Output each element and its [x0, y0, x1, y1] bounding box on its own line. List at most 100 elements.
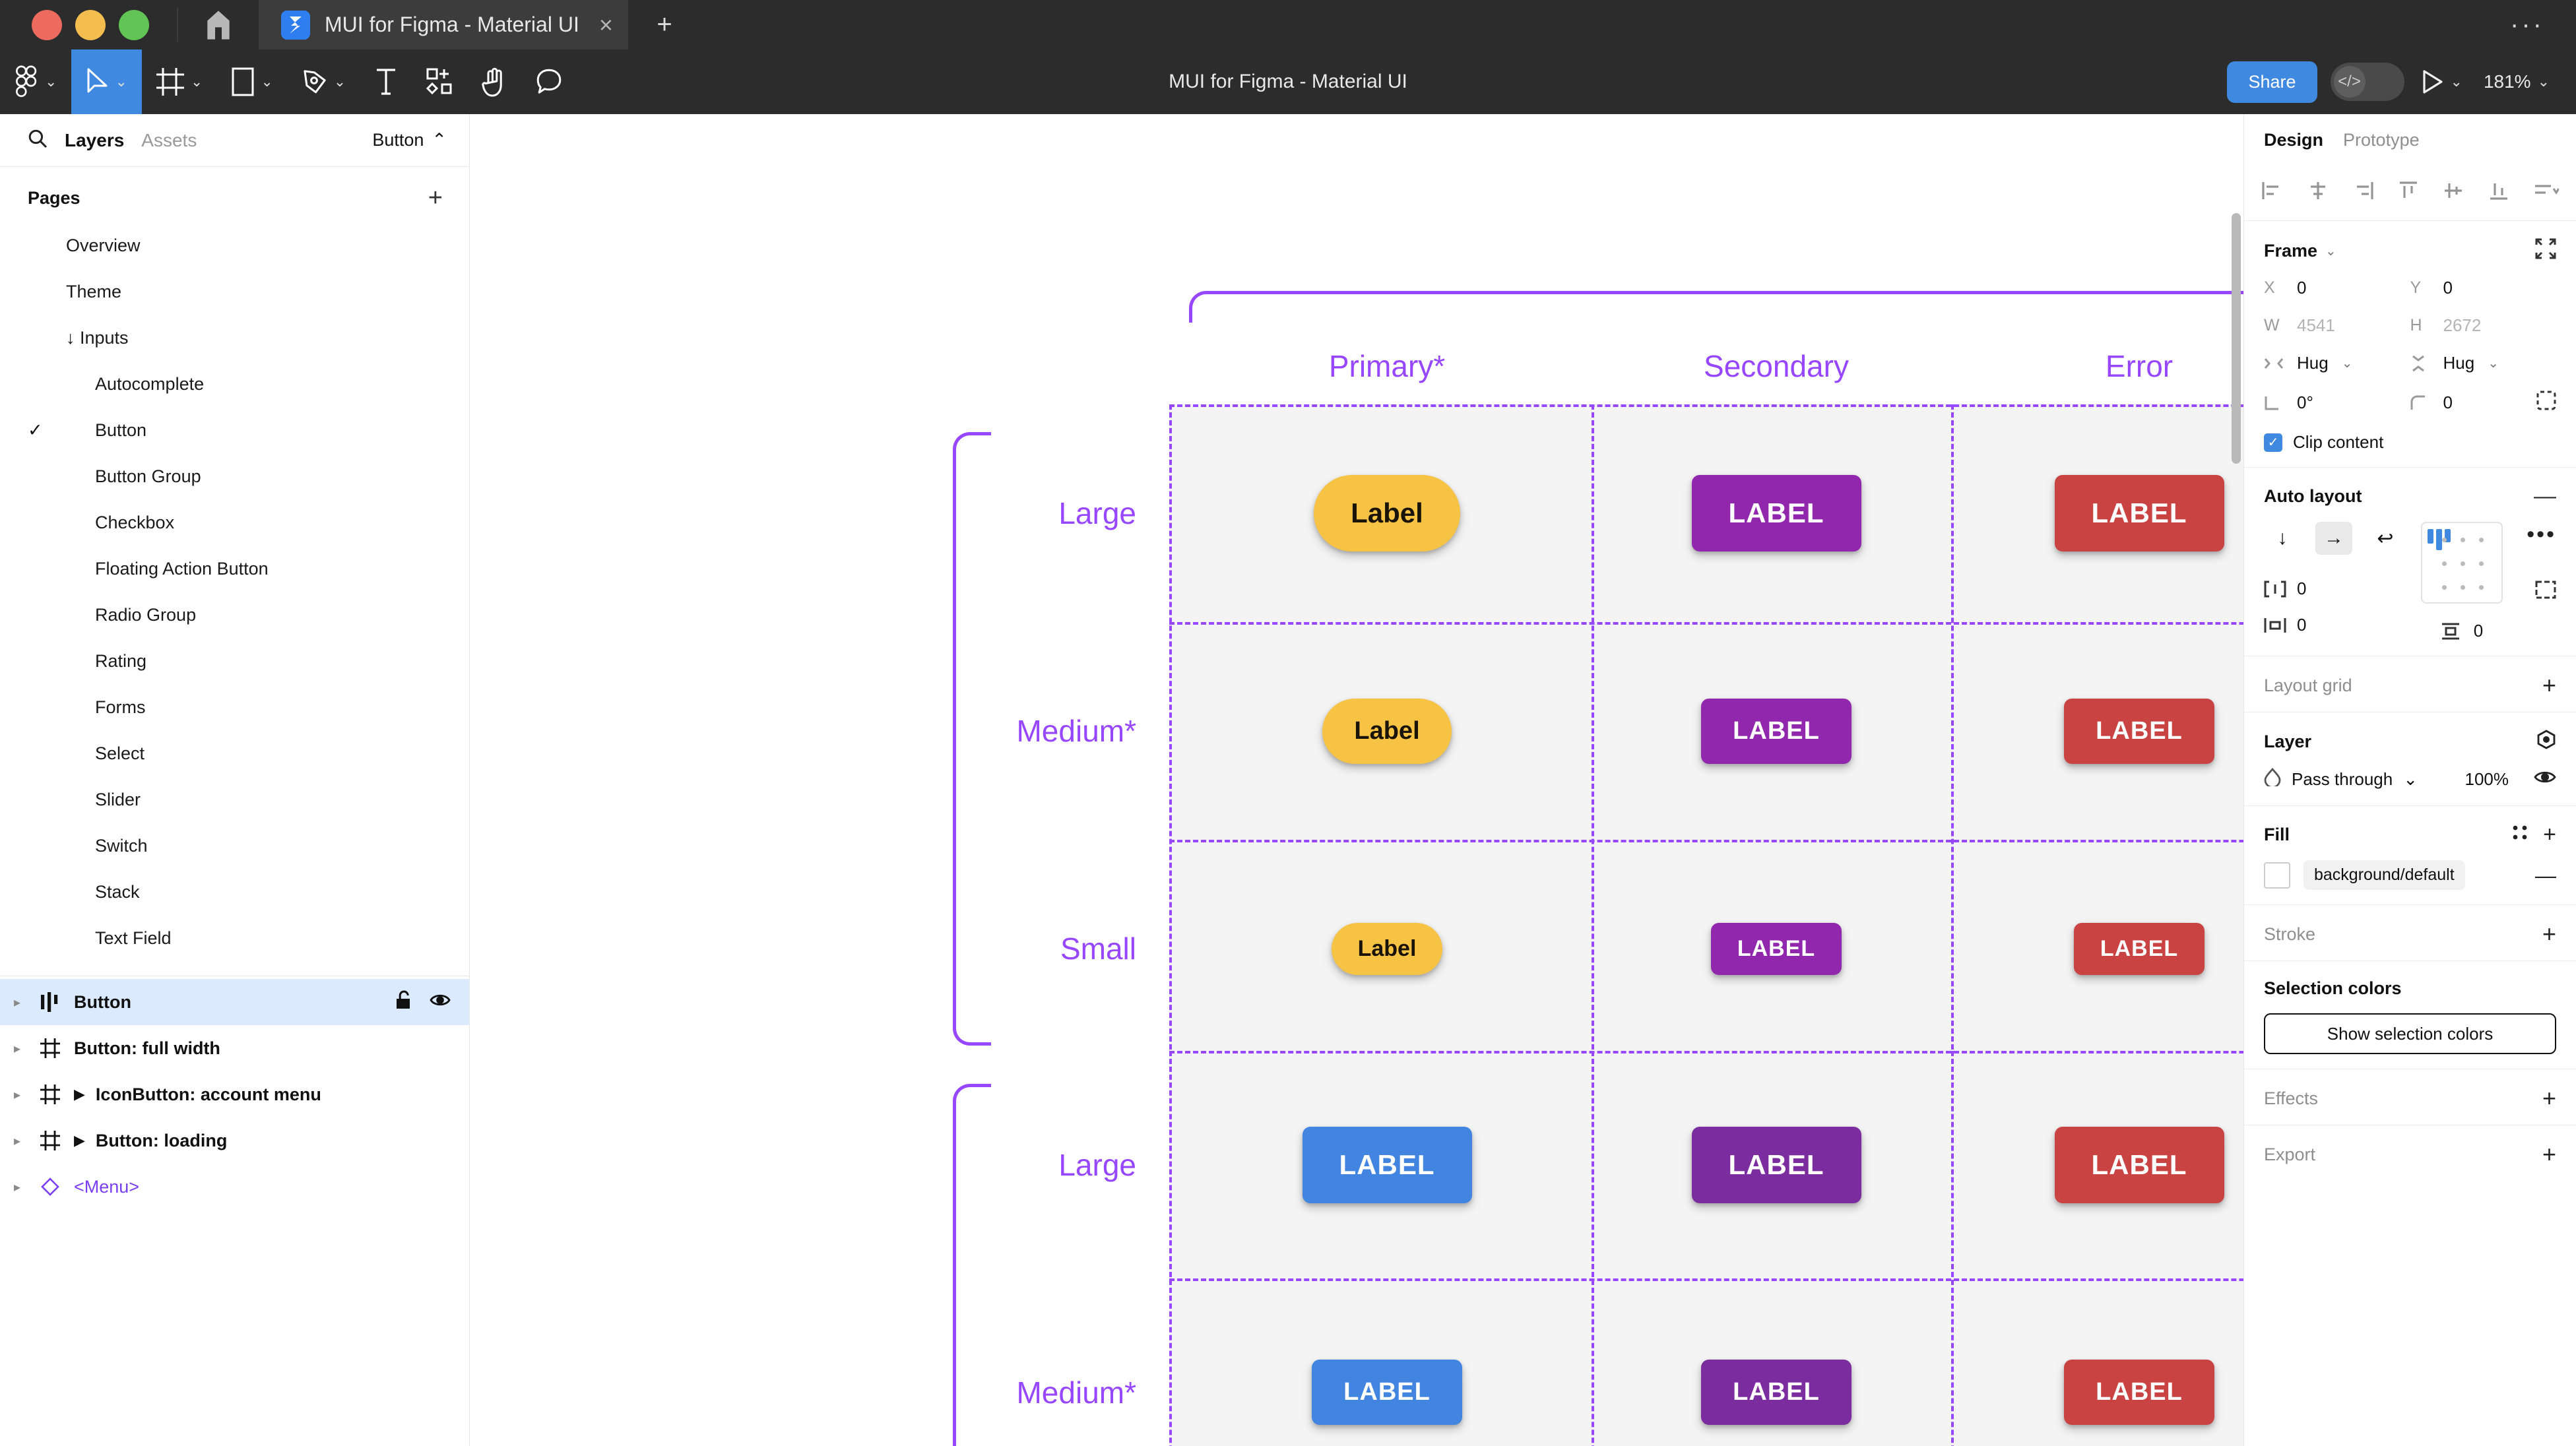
clip-content-row[interactable]: ✓ Clip content: [2264, 432, 2556, 453]
material-button[interactable]: LABEL: [1691, 1126, 1861, 1203]
clip-content-checkbox[interactable]: ✓: [2264, 433, 2282, 452]
resources-tool-icon[interactable]: [412, 49, 467, 114]
search-icon[interactable]: [28, 129, 48, 152]
shape-tool-icon[interactable]: ⌄: [217, 49, 287, 114]
expand-arrow-icon[interactable]: ▸: [13, 1087, 21, 1102]
collapsed-triangle-icon[interactable]: ▶: [74, 1132, 85, 1148]
field-y[interactable]: Y 0: [2410, 278, 2557, 298]
align-vertical-center-icon[interactable]: [2442, 181, 2464, 205]
dev-mode-toggle[interactable]: </>: [2330, 63, 2404, 101]
material-button[interactable]: LABEL: [1312, 1360, 1462, 1425]
page-item-switch[interactable]: Switch: [0, 823, 469, 869]
material-button[interactable]: Label: [1331, 922, 1443, 975]
add-export-button[interactable]: +: [2542, 1141, 2556, 1168]
direction-vertical-icon[interactable]: ↓: [2277, 527, 2288, 549]
expand-arrow-icon[interactable]: ▸: [13, 1041, 21, 1056]
material-button[interactable]: LABEL: [1701, 1360, 1852, 1425]
opacity-value[interactable]: 100%: [2464, 769, 2509, 789]
add-page-button[interactable]: +: [428, 184, 443, 212]
material-button[interactable]: LABEL: [2054, 475, 2224, 551]
align-right-icon[interactable]: [2352, 181, 2374, 205]
page-item-inputs[interactable]: ↓ Inputs: [0, 315, 469, 361]
field-vertical-padding[interactable]: 0: [2441, 621, 2483, 641]
design-canvas[interactable]: Contained LargeMedium*SmallLabelLABELLAB…: [470, 114, 2243, 1446]
share-button[interactable]: Share: [2227, 61, 2317, 103]
field-height[interactable]: H 2672: [2410, 315, 2557, 336]
page-item-forms[interactable]: Forms: [0, 684, 469, 730]
layer-item-button-full-width[interactable]: ▸Button: full width: [0, 1025, 469, 1071]
material-button[interactable]: LABEL: [1302, 1126, 1472, 1203]
material-button[interactable]: LABEL: [1691, 475, 1861, 551]
page-item-button[interactable]: ✓Button: [0, 407, 469, 453]
material-button[interactable]: LABEL: [2054, 1126, 2224, 1203]
fill-color-swatch[interactable]: [2264, 862, 2290, 889]
field-corner-radius[interactable]: 0: [2410, 391, 2557, 415]
add-fill-button[interactable]: +: [2543, 822, 2556, 847]
page-item-floating-action-button[interactable]: Floating Action Button: [0, 546, 469, 592]
distribute-menu-icon[interactable]: [2532, 181, 2560, 205]
layer-item-button[interactable]: ▸Button: [0, 979, 469, 1025]
material-button[interactable]: Label: [1322, 698, 1452, 764]
align-top-icon[interactable]: [2397, 181, 2420, 205]
independent-corners-icon[interactable]: [2536, 391, 2556, 415]
auto-layout-alignment-pad[interactable]: [2421, 522, 2503, 604]
field-gap[interactable]: 0: [2264, 579, 2404, 599]
tab-layers[interactable]: Layers: [65, 129, 125, 150]
layer-item-iconbutton-account-menu[interactable]: ▸▶IconButton: account menu: [0, 1071, 469, 1117]
figma-menu-icon[interactable]: ⌄: [0, 49, 71, 114]
tab-assets[interactable]: Assets: [141, 129, 197, 150]
material-button[interactable]: LABEL: [2064, 698, 2214, 764]
page-item-overview[interactable]: Overview: [0, 222, 469, 268]
expand-arrow-icon[interactable]: ▸: [13, 995, 21, 1010]
move-tool-icon[interactable]: ⌄: [71, 49, 142, 114]
page-selector[interactable]: Button ⌃: [372, 130, 447, 150]
show-selection-colors-button[interactable]: Show selection colors: [2264, 1013, 2556, 1054]
spacing-mode-icon[interactable]: [2535, 581, 2556, 604]
present-button[interactable]: ⌄: [2418, 69, 2466, 94]
page-item-slider[interactable]: Slider: [0, 776, 469, 823]
tab-prototype[interactable]: Prototype: [2343, 129, 2420, 150]
lock-open-icon[interactable]: [395, 990, 412, 1015]
page-item-stack[interactable]: Stack: [0, 869, 469, 915]
page-item-rating[interactable]: Rating: [0, 638, 469, 684]
layer-visibility-icon[interactable]: [2534, 769, 2556, 790]
add-effect-button[interactable]: +: [2542, 1084, 2556, 1112]
field-rotation[interactable]: 0°: [2264, 391, 2410, 415]
page-item-radio-group[interactable]: Radio Group: [0, 592, 469, 638]
close-window-button[interactable]: [32, 9, 62, 40]
hand-tool-icon[interactable]: [467, 49, 521, 114]
tab-design[interactable]: Design: [2264, 129, 2324, 150]
direction-wrap-icon[interactable]: ↩: [2377, 527, 2394, 550]
remove-fill-button[interactable]: —: [2535, 863, 2556, 887]
frame-tool-icon[interactable]: ⌄: [142, 49, 217, 114]
window-controls[interactable]: [0, 0, 177, 49]
page-item-text-field[interactable]: Text Field: [0, 915, 469, 961]
comment-tool-icon[interactable]: [521, 49, 577, 114]
fill-styles-icon[interactable]: [2511, 824, 2528, 846]
field-width[interactable]: W 4541: [2264, 315, 2410, 336]
align-left-icon[interactable]: [2261, 181, 2284, 205]
layer-item-menu[interactable]: ▸<Menu>: [0, 1164, 469, 1210]
page-item-autocomplete[interactable]: Autocomplete: [0, 361, 469, 407]
fill-row[interactable]: background/default —: [2264, 860, 2556, 890]
field-x[interactable]: X 0: [2264, 278, 2410, 298]
page-item-select[interactable]: Select: [0, 730, 469, 776]
zoom-control[interactable]: 181% ⌄: [2480, 71, 2550, 92]
add-stroke-button[interactable]: +: [2542, 920, 2556, 947]
remove-auto-layout-button[interactable]: —: [2534, 484, 2556, 509]
canvas-vertical-scrollbar[interactable]: [2232, 213, 2241, 464]
close-tab-icon[interactable]: ×: [598, 11, 613, 38]
add-layout-grid-button[interactable]: +: [2542, 672, 2556, 699]
auto-layout-more-button[interactable]: •••: [2527, 522, 2556, 547]
page-item-button-group[interactable]: Button Group: [0, 453, 469, 499]
expand-arrow-icon[interactable]: ▸: [13, 1179, 21, 1195]
field-horizontal-padding[interactable]: 0: [2264, 615, 2404, 635]
direction-horizontal-icon[interactable]: →: [2315, 522, 2352, 555]
material-button[interactable]: LABEL: [1710, 922, 1842, 975]
page-item-checkbox[interactable]: Checkbox: [0, 499, 469, 546]
chevron-down-icon[interactable]: ⌄: [2325, 243, 2336, 259]
material-button[interactable]: LABEL: [1701, 698, 1852, 764]
resize-to-fit-icon[interactable]: [2535, 238, 2556, 263]
pen-tool-icon[interactable]: ⌄: [288, 49, 360, 114]
blend-mode-row[interactable]: Pass through ⌄ 100%: [2264, 767, 2556, 791]
